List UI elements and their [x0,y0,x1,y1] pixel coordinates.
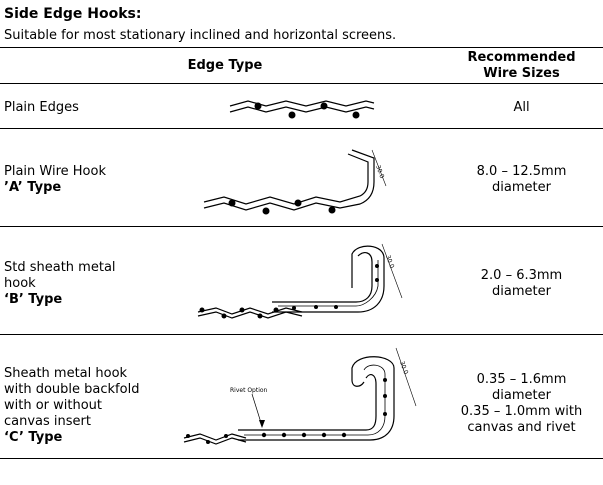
row-label-line: Sheath metal hook [4,366,128,381]
wire-dot [352,111,360,119]
size-line: 8.0 – 12.5mm [476,164,567,179]
row-sheath-backfold-sizes: 0.35 – 1.6mm diameter 0.35 – 1.0mm with … [440,372,603,436]
header-wire-sizes-line1: Recommended [467,50,576,65]
row-plain-wire-hook-label: Plain Wire Hook ’A’ Type [4,164,106,196]
std-sheath-hook-diagram: 30.0 [197,243,403,319]
wire-dot [321,432,327,438]
row-type-label: ‘B’ Type [4,292,63,307]
dimension-label: 30.0 [398,360,409,375]
wire-dot [341,432,347,438]
wire-dot [292,306,296,310]
row-std-sheath-hook-sizes: 2.0 – 6.3mm diameter [440,268,603,300]
wire-dot [314,305,318,309]
wire-dot [254,102,262,110]
row-type-label: ‘C’ Type [4,430,63,445]
wire-dot [294,199,302,207]
size-line: diameter [492,388,551,403]
row-rule [0,128,603,129]
table-bottom-rule [0,458,603,459]
plain-wire-hook-diagram: 30.0 [203,149,387,215]
row-type-label: ’A’ Type [4,180,62,195]
size-line: 0.35 – 1.6mm [476,372,567,387]
wire-dot [262,207,270,215]
wire-dot [261,432,267,438]
row-label-line: Std sheath metal [4,260,116,275]
wire-dot [383,394,387,398]
wire-dot [221,313,227,319]
wire-dot [206,440,210,444]
size-line: 0.35 – 1.0mm with [460,404,583,419]
row-label-line: with double backfold [4,382,140,397]
wire-dot [228,199,236,207]
wire-dot [328,206,336,214]
row-rule [0,226,603,227]
sheath-backfold-diagram: Rivet Option 30.0 [183,347,417,445]
wire-dot [224,434,228,438]
wire-dot [281,432,287,438]
page-subtitle: Suitable for most stationary inclined an… [4,28,397,43]
size-line: diameter [492,284,551,299]
size-line: diameter [492,180,551,195]
wire-dot [186,434,190,438]
page-title: Side Edge Hooks: [4,6,142,22]
header-edge-type: Edge Type [187,58,263,73]
wire-dot [257,313,263,319]
header-rule [0,83,603,84]
wire-dot [199,307,205,313]
row-rule [0,334,603,335]
size-line: All [513,100,530,115]
wire-dot [320,102,328,110]
wire-dot [383,378,387,382]
wire-dot [383,412,387,416]
row-label-line: canvas insert [4,414,91,429]
dimension-label: 30.0 [384,254,395,269]
row-plain-edges-label: Plain Edges [4,100,79,116]
wire-dot [273,307,279,313]
size-line: 2.0 – 6.3mm [480,268,563,283]
row-label-line: Plain Edges [4,100,79,115]
wire-dot [301,432,307,438]
rivet-option-callout: Rivet Option [230,387,268,394]
row-sheath-backfold-label: Sheath metal hook with double backfold w… [4,366,139,446]
wire-dot [239,307,245,313]
plain-edges-diagram [229,100,375,119]
row-label-line: Plain Wire Hook [4,164,106,179]
header-wire-sizes-line2: Wire Sizes [483,66,560,81]
wire-dot [375,264,379,268]
wire-dot [334,305,338,309]
row-plain-wire-hook-sizes: 8.0 – 12.5mm diameter [440,164,603,196]
wire-dot [375,278,379,282]
row-label-line: with or without [4,398,103,413]
row-std-sheath-hook-label: Std sheath metal hook ‘B’ Type [4,260,116,308]
row-label-line: hook [4,276,36,291]
header-wire-sizes: Recommended Wire Sizes [440,50,603,82]
table-top-rule [0,47,603,48]
wire-dot [288,111,296,119]
size-line: canvas and rivet [467,420,576,435]
dimension-label: 30.0 [374,164,385,179]
row-plain-edges-sizes: All [440,100,603,116]
